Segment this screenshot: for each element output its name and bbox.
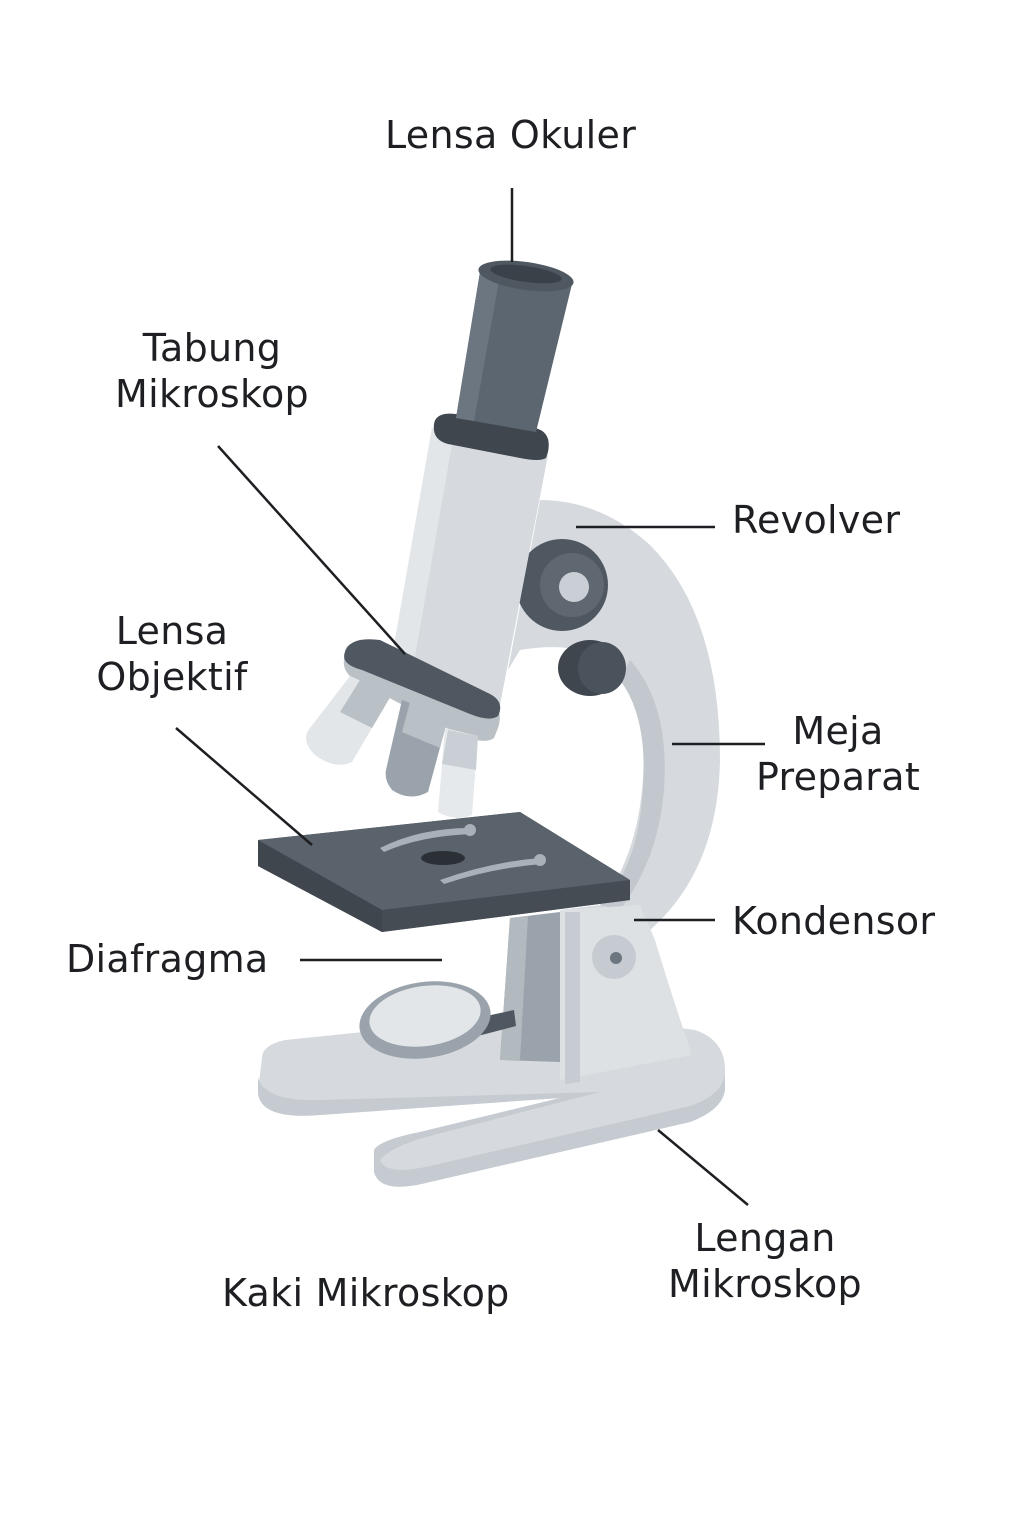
label-meja-preparat: Meja Preparat	[738, 708, 938, 800]
label-diafragma: Diafragma	[66, 937, 269, 981]
label-kaki-mikroskop: Kaki Mikroskop	[222, 1271, 510, 1315]
label-tabung-line2: Mikroskop	[115, 372, 309, 416]
leader-lines	[175, 188, 765, 1206]
label-lengan-mikroskop: Lengan Mikroskop	[650, 1215, 880, 1307]
objective-lenses	[306, 676, 478, 818]
label-tabung-mikroskop: Tabung Mikroskop	[92, 325, 332, 417]
label-lengan-line1: Lengan	[694, 1216, 836, 1260]
microscope-arm	[508, 500, 720, 1084]
mirror-diaphragm	[359, 981, 516, 1059]
label-lensa-objektif-line1: Lensa	[115, 609, 229, 653]
label-tabung-line1: Tabung	[142, 326, 282, 370]
label-lensa-objektif-line2: Objektif	[96, 655, 248, 699]
leader-lensa-objektif	[175, 727, 313, 846]
label-kondensor: Kondensor	[732, 899, 936, 943]
leader-lengan	[657, 1129, 749, 1206]
revolver-nosepiece	[343, 639, 501, 741]
eyepiece	[433, 260, 574, 460]
label-meja-preparat-line2: Preparat	[755, 755, 921, 799]
label-lengan-line2: Mikroskop	[668, 1262, 862, 1306]
label-revolver: Revolver	[732, 498, 901, 542]
fine-focus-knob	[558, 640, 626, 696]
stage	[258, 812, 630, 932]
label-lensa-objektif: Lensa Objektif	[62, 608, 282, 700]
leader-tabung	[217, 445, 406, 655]
body-tube	[388, 428, 548, 705]
label-meja-preparat-line1: Meja	[792, 709, 884, 753]
coarse-focus-knob	[516, 539, 608, 631]
label-lensa-okuler: Lensa Okuler	[385, 113, 637, 157]
